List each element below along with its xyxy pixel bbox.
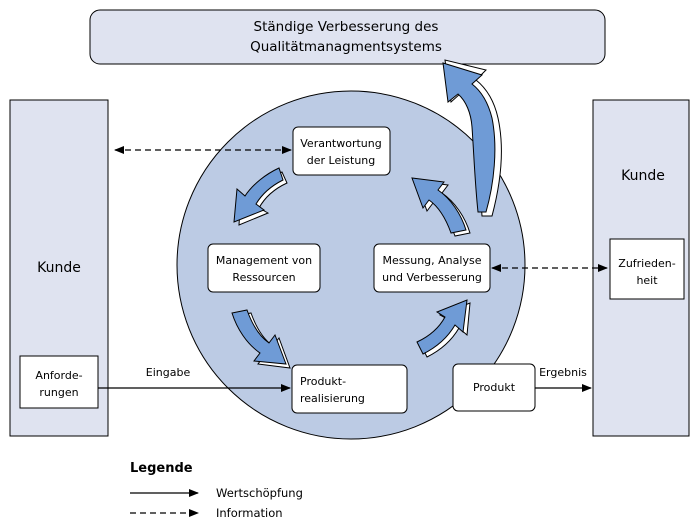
process-product-label: Produkt [473, 381, 516, 394]
process-realization-box [291, 364, 408, 414]
legend-value-creation: Wertschöpfung [216, 486, 303, 500]
cycle-arrow-bottom-right-body [416, 299, 468, 355]
cycle-arrow-bottom-left-body [231, 309, 287, 365]
cycle-arrow-top-right-body [411, 177, 467, 234]
improvement-arrow [442, 59, 502, 217]
process-responsibility-box [292, 126, 391, 176]
process-responsibility-line1: Verantwortung [300, 137, 381, 150]
cycle-arrow-top-left-body [233, 167, 284, 223]
requirements-line2: rungen [39, 386, 78, 399]
legend-title: Legende [130, 461, 193, 476]
input-label: Eingabe [146, 366, 191, 379]
continuous-improvement-box-frame [89, 9, 606, 65]
customer-left-panel: Kunde Anforde- rungen [9, 99, 109, 437]
requirements-box [19, 355, 99, 409]
output-label: Ergebnis [539, 366, 587, 379]
process-measurement-box [373, 243, 491, 293]
continuous-improvement-line2: Qualitätmanagmentsystems [250, 39, 442, 55]
cycle-arrow-top-left [233, 167, 288, 226]
continuous-improvement-line1: Ständige Verbesserung des [254, 19, 439, 35]
satisfaction-line1: Zufrieden- [618, 257, 675, 270]
process-measurement-line2: und Verbesserung [382, 271, 482, 284]
customer-right-panel: Kunde Zufrieden- heit [592, 99, 690, 437]
process-realization: Produkt- realisierung [291, 364, 408, 414]
process-resources-line1: Management von [216, 254, 312, 267]
cycle-arrow-bottom-left [231, 309, 291, 369]
customer-right-title: Kunde [621, 168, 665, 184]
satisfaction-line2: heit [636, 274, 658, 287]
improvement-arrow-body [442, 62, 496, 213]
process-measurement-line1: Messung, Analyse [383, 254, 482, 267]
customer-left-title: Kunde [37, 260, 81, 276]
requirements-line1: Anforde- [35, 369, 82, 382]
process-responsibility-line2: der Leistung [307, 154, 376, 167]
process-responsibility: Verantwortung der Leistung [292, 126, 391, 176]
process-resources-line2: Ressourcen [232, 271, 295, 284]
process-product: Produkt [452, 363, 536, 412]
process-resources-box [207, 243, 321, 293]
legend: Legende Wertschöpfung Information [130, 461, 303, 520]
cycle-arrow-bottom-right [416, 299, 471, 358]
continuous-improvement-box: Ständige Verbesserung des Qualitätmanagm… [89, 9, 606, 65]
process-measurement: Messung, Analyse und Verbesserung [373, 243, 491, 293]
satisfaction-box [609, 238, 685, 300]
process-realization-line2: realisierung [300, 392, 365, 405]
cycle-arrow-top-right [411, 177, 471, 237]
process-resources: Management von Ressourcen [207, 243, 321, 293]
process-realization-line1: Produkt- [300, 375, 346, 388]
legend-information: Information [216, 506, 283, 520]
